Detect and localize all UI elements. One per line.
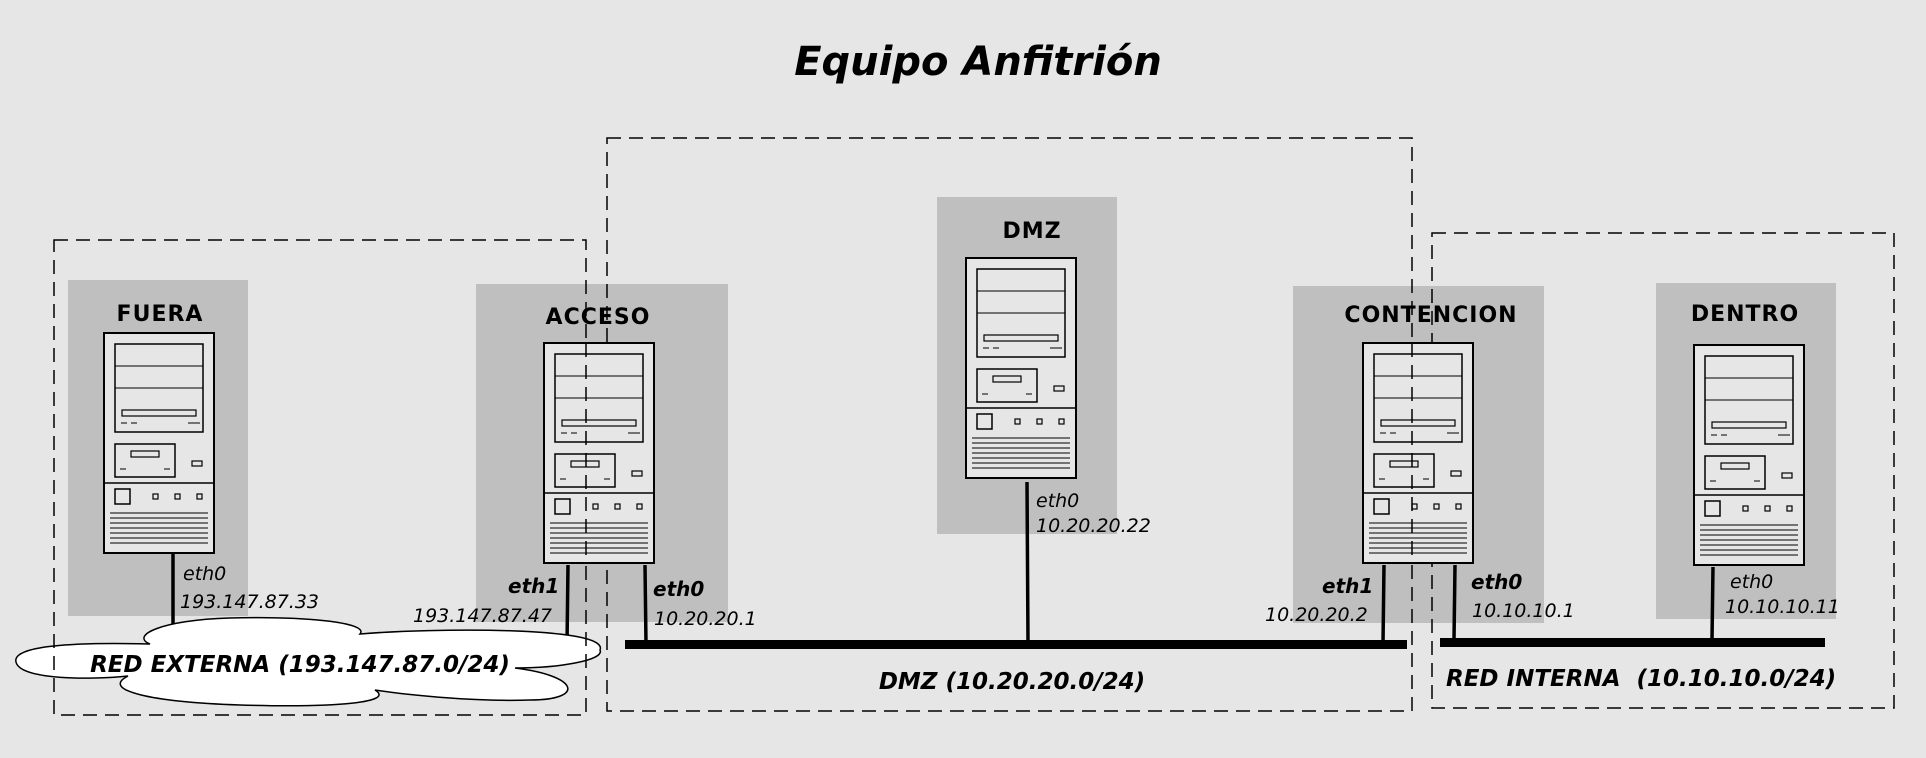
outside-zone-boundary: [53, 239, 587, 716]
fuera-eth0-ip: 193.147.87.33: [180, 591, 319, 613]
contencion-label: CONTENCION: [1344, 303, 1517, 328]
external-network-cloud: [15, 616, 601, 707]
dmz-eth0-ip: 10.20.20.22: [1036, 515, 1151, 537]
acceso-label: ACCESO: [546, 305, 651, 330]
dentro-label: DENTRO: [1691, 302, 1799, 327]
dmz-label: DMZ: [1002, 219, 1061, 244]
acceso-eth0-ip: 10.20.20.1: [654, 608, 757, 630]
contencion-eth0-cable: [1452, 564, 1457, 641]
dentro-eth0-cable: [1710, 566, 1715, 641]
internal-network-label: RED INTERNA (10.10.10.0/24): [1446, 666, 1836, 692]
fuera-server-icon: [103, 332, 215, 554]
acceso-server-icon: [543, 342, 655, 564]
contencion-eth1-cable: [1381, 564, 1386, 645]
contencion-server-icon: [1362, 342, 1474, 564]
dmz-eth0-name: eth0: [1036, 490, 1079, 512]
acceso-eth0-cable: [643, 564, 648, 645]
acceso-eth1-ip: 193.147.87.47: [413, 605, 552, 627]
diagram-title: Equipo Anfitrión: [794, 39, 1162, 85]
dmz-network-label: DMZ (10.20.20.0/24): [879, 669, 1145, 695]
dentro-eth0-ip: 10.10.10.11: [1725, 596, 1840, 618]
dmz-network-bus: [625, 640, 1407, 649]
contencion-eth0-name: eth0: [1471, 570, 1522, 594]
dmz-server-icon: [965, 257, 1077, 479]
contencion-eth0-ip: 10.10.10.1: [1472, 600, 1575, 622]
dentro-server-icon: [1693, 344, 1805, 566]
contencion-eth1-name: eth1: [1322, 574, 1373, 598]
dmz-eth0-cable: [1025, 481, 1030, 645]
contencion-eth1-ip: 10.20.20.2: [1265, 604, 1368, 626]
acceso-eth1-cable: [565, 564, 570, 646]
fuera-eth0-name: eth0: [183, 563, 226, 585]
acceso-eth1-name: eth1: [508, 574, 559, 598]
acceso-eth0-name: eth0: [653, 577, 704, 601]
fuera-label: FUERA: [117, 302, 204, 327]
internal-network-bus: [1440, 638, 1825, 647]
dentro-eth0-name: eth0: [1730, 571, 1773, 593]
external-network-label: RED EXTERNA (193.147.87.0/24): [90, 652, 510, 678]
